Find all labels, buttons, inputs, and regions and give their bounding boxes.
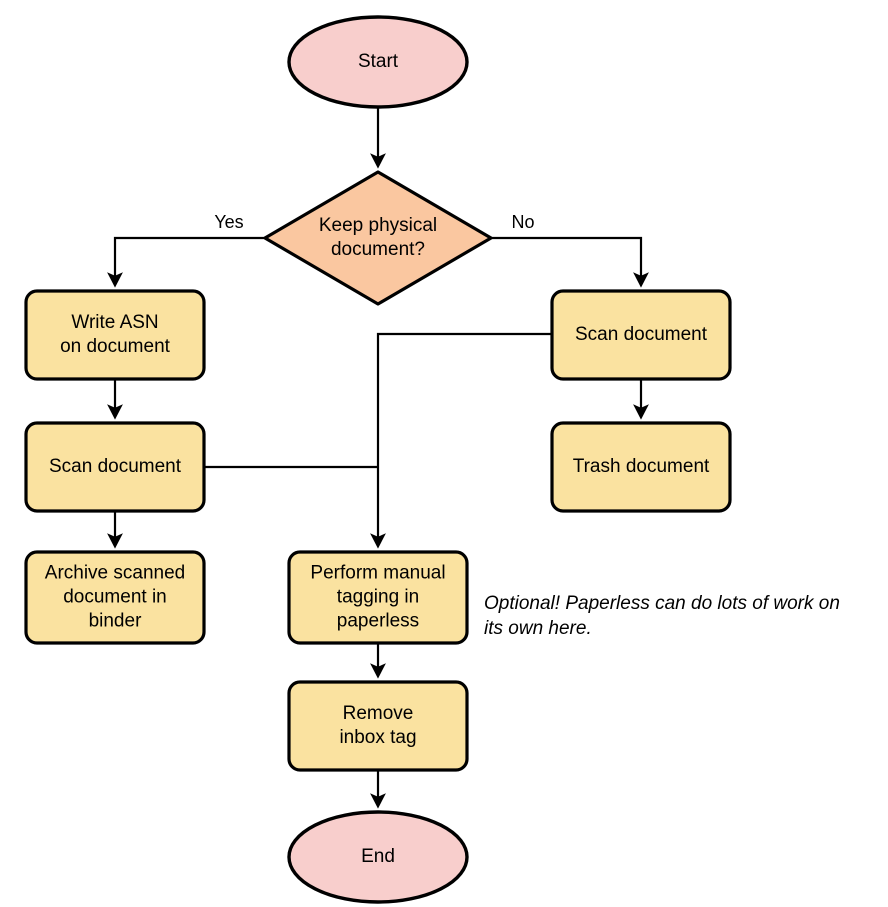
process-shape [550,289,732,381]
edge-scan-right-to-manual-tagging [370,332,552,549]
process-shape [24,550,206,645]
edge-decision-yes-to-write-asn [107,236,265,288]
node-label-start: Start [358,51,399,72]
node-trash[interactable]: Trash document [550,421,732,513]
process-shape [24,289,206,381]
process-shape [550,421,732,513]
edge-decision-no-to-scan-right [491,236,649,288]
node-scan-right[interactable]: Scan document [550,289,732,381]
edge-label-no: No [511,212,534,232]
note-optional-note: Optional! Paperless can do lots of work … [484,593,840,639]
node-label-scan-right: Scan document [575,324,708,345]
terminal-shape [287,810,469,904]
edges-layer [107,107,649,809]
process-shape [24,421,206,513]
notes-layer: Optional! Paperless can do lots of work … [484,593,840,639]
node-label-end: End [361,846,395,867]
node-label-trash: Trash document [573,456,710,477]
node-label-scan-left: Scan document [49,456,182,477]
node-start[interactable]: Start [287,15,469,109]
node-scan-left[interactable]: Scan document [24,421,206,513]
process-shape [287,680,469,772]
edge-label-yes: Yes [214,212,243,232]
terminal-shape [287,15,469,109]
decision-shape [263,170,493,306]
process-shape [287,550,469,645]
edge-labels-layer: Yes No [214,212,534,232]
node-end[interactable]: End [287,810,469,904]
